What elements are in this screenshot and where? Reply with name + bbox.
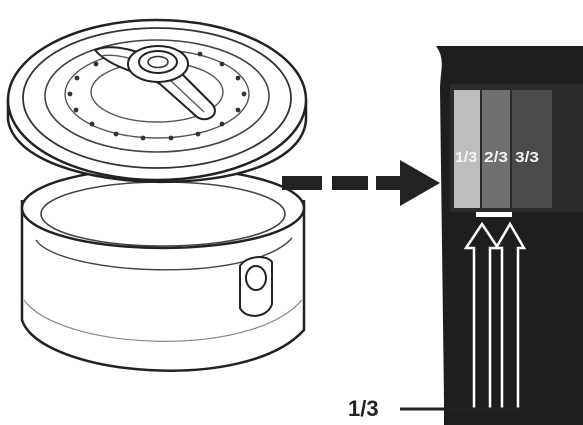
strip-1 <box>454 90 480 208</box>
window-marker-bar <box>476 212 512 217</box>
fraction-label: 1/3 <box>348 396 379 421</box>
fraction-annotation: 1/3 <box>348 396 520 421</box>
strip-1-label: 1/3 <box>455 149 477 166</box>
color-strips: 1/3 2/3 3/3 <box>454 90 552 208</box>
strip-3-label: 3/3 <box>515 149 539 166</box>
side-latch <box>239 256 273 317</box>
strip-2 <box>482 90 510 208</box>
gauge-window-closeup: 1/3 2/3 3/3 <box>436 46 583 425</box>
pointer-arrow-right <box>493 221 527 410</box>
pointer-arrows <box>463 221 527 410</box>
pointer-arrow-left <box>463 221 501 410</box>
dial-cap <box>6 18 308 184</box>
dashed-arrow-right <box>282 160 440 206</box>
rotary-device <box>6 18 308 372</box>
dial-knob <box>94 45 216 121</box>
strip-2-label: 2/3 <box>484 149 508 166</box>
strip-3 <box>512 90 552 208</box>
